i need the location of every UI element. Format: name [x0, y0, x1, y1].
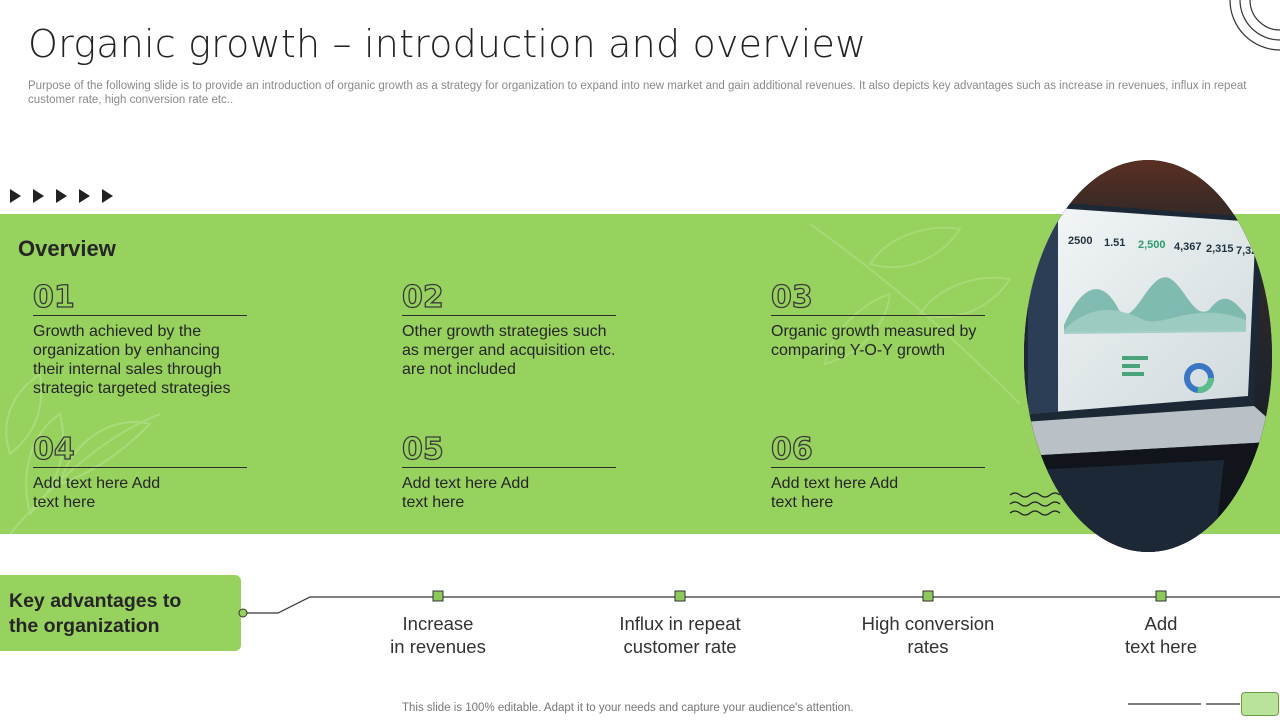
- advantage-line-1: Increase: [402, 613, 474, 634]
- dashboard-stat-values: 2500 1.51 2,500 4,367 2,315 7,325: [1068, 235, 1264, 257]
- play-arrow-icon: [79, 189, 90, 203]
- footer-note: This slide is 100% editable. Adapt it to…: [402, 702, 854, 714]
- overview-item-05: 05 Add text here Add text here: [401, 433, 616, 512]
- item-number: 06: [770, 433, 985, 468]
- item-text: Add text here Add text here: [33, 475, 161, 511]
- stat-value: 2500: [1068, 235, 1092, 247]
- advantage-item: Add text here: [1125, 612, 1197, 658]
- heading-line-1: Key advantages to: [9, 590, 182, 612]
- key-advantages-heading: Key advantages to the organization: [9, 589, 181, 639]
- item-number: 01: [32, 281, 247, 316]
- laptop-dashboard-photo: 2500 1.51 2,500 4,367 2,315 7,325: [1024, 160, 1272, 552]
- item-text: Growth achieved by the organization by e…: [33, 323, 231, 397]
- timeline-marker: [1155, 590, 1167, 602]
- overview-item-02: 02 Other growth strategies such as merge…: [401, 281, 624, 379]
- advantage-line-2: in revenues: [390, 636, 486, 657]
- slide-title: Organic growth – introduction and overvi…: [28, 22, 867, 66]
- play-arrow-icon: [33, 189, 44, 203]
- item-text: Add text here Add text here: [771, 475, 899, 511]
- timeline-marker: [432, 590, 444, 602]
- timeline-marker: [674, 590, 686, 602]
- advantage-item: Influx in repeat customer rate: [619, 612, 740, 658]
- timeline-marker: [922, 590, 934, 602]
- stat-value: 2,500: [1138, 239, 1166, 251]
- item-number: 04: [32, 433, 247, 468]
- item-number: 02: [401, 281, 616, 316]
- play-arrow-icon: [56, 189, 67, 203]
- advantage-line-2: text here: [1125, 636, 1197, 657]
- key-advantages-heading-box: Key advantages to the organization: [0, 575, 241, 651]
- leaf-decoration-right: [809, 223, 1021, 405]
- corner-arcs-decoration: [1229, 0, 1280, 51]
- arrow-row-decoration: [10, 189, 118, 203]
- leaf-decoration-left: [5, 372, 161, 534]
- footer-green-tab: [1241, 692, 1279, 716]
- advantage-item: Increase in revenues: [390, 612, 486, 658]
- heading-line-2: the organization: [9, 615, 160, 637]
- advantage-line-1: Influx in repeat: [619, 613, 741, 634]
- overview-heading: Overview: [18, 236, 116, 261]
- advantage-item: High conversion rates: [862, 612, 995, 658]
- advantages-timeline: [238, 590, 1280, 618]
- overview-item-01: 01 Growth achieved by the organization b…: [32, 281, 255, 398]
- advantage-line-1: High conversion: [861, 613, 995, 634]
- item-number: 05: [401, 433, 616, 468]
- stat-value: 4,367: [1174, 241, 1202, 253]
- overview-item-03: 03 Organic growth measured by comparing …: [770, 281, 993, 360]
- slide-subtitle: Purpose of the following slide is to pro…: [28, 80, 1247, 106]
- overview-item-04: 04 Add text here Add text here: [32, 433, 247, 512]
- item-text: Organic growth measured by comparing Y-O…: [771, 323, 977, 359]
- advantage-line-2: customer rate: [623, 636, 737, 657]
- item-number: 03: [770, 281, 985, 316]
- footer-lines-decoration: [1128, 703, 1240, 705]
- item-text: Other growth strategies such as merger a…: [402, 323, 616, 378]
- play-arrow-icon: [10, 189, 21, 203]
- play-arrow-icon: [102, 189, 113, 203]
- overview-item-06: 06 Add text here Add text here: [770, 433, 985, 512]
- squiggle-decoration: [1009, 492, 1061, 516]
- item-text: Add text here Add text here: [402, 475, 530, 511]
- stat-value: 1.51: [1104, 237, 1125, 249]
- advantage-line-2: rates: [907, 636, 949, 657]
- advantage-line-1: Add: [1144, 613, 1178, 634]
- stat-value: 2,315: [1206, 243, 1234, 255]
